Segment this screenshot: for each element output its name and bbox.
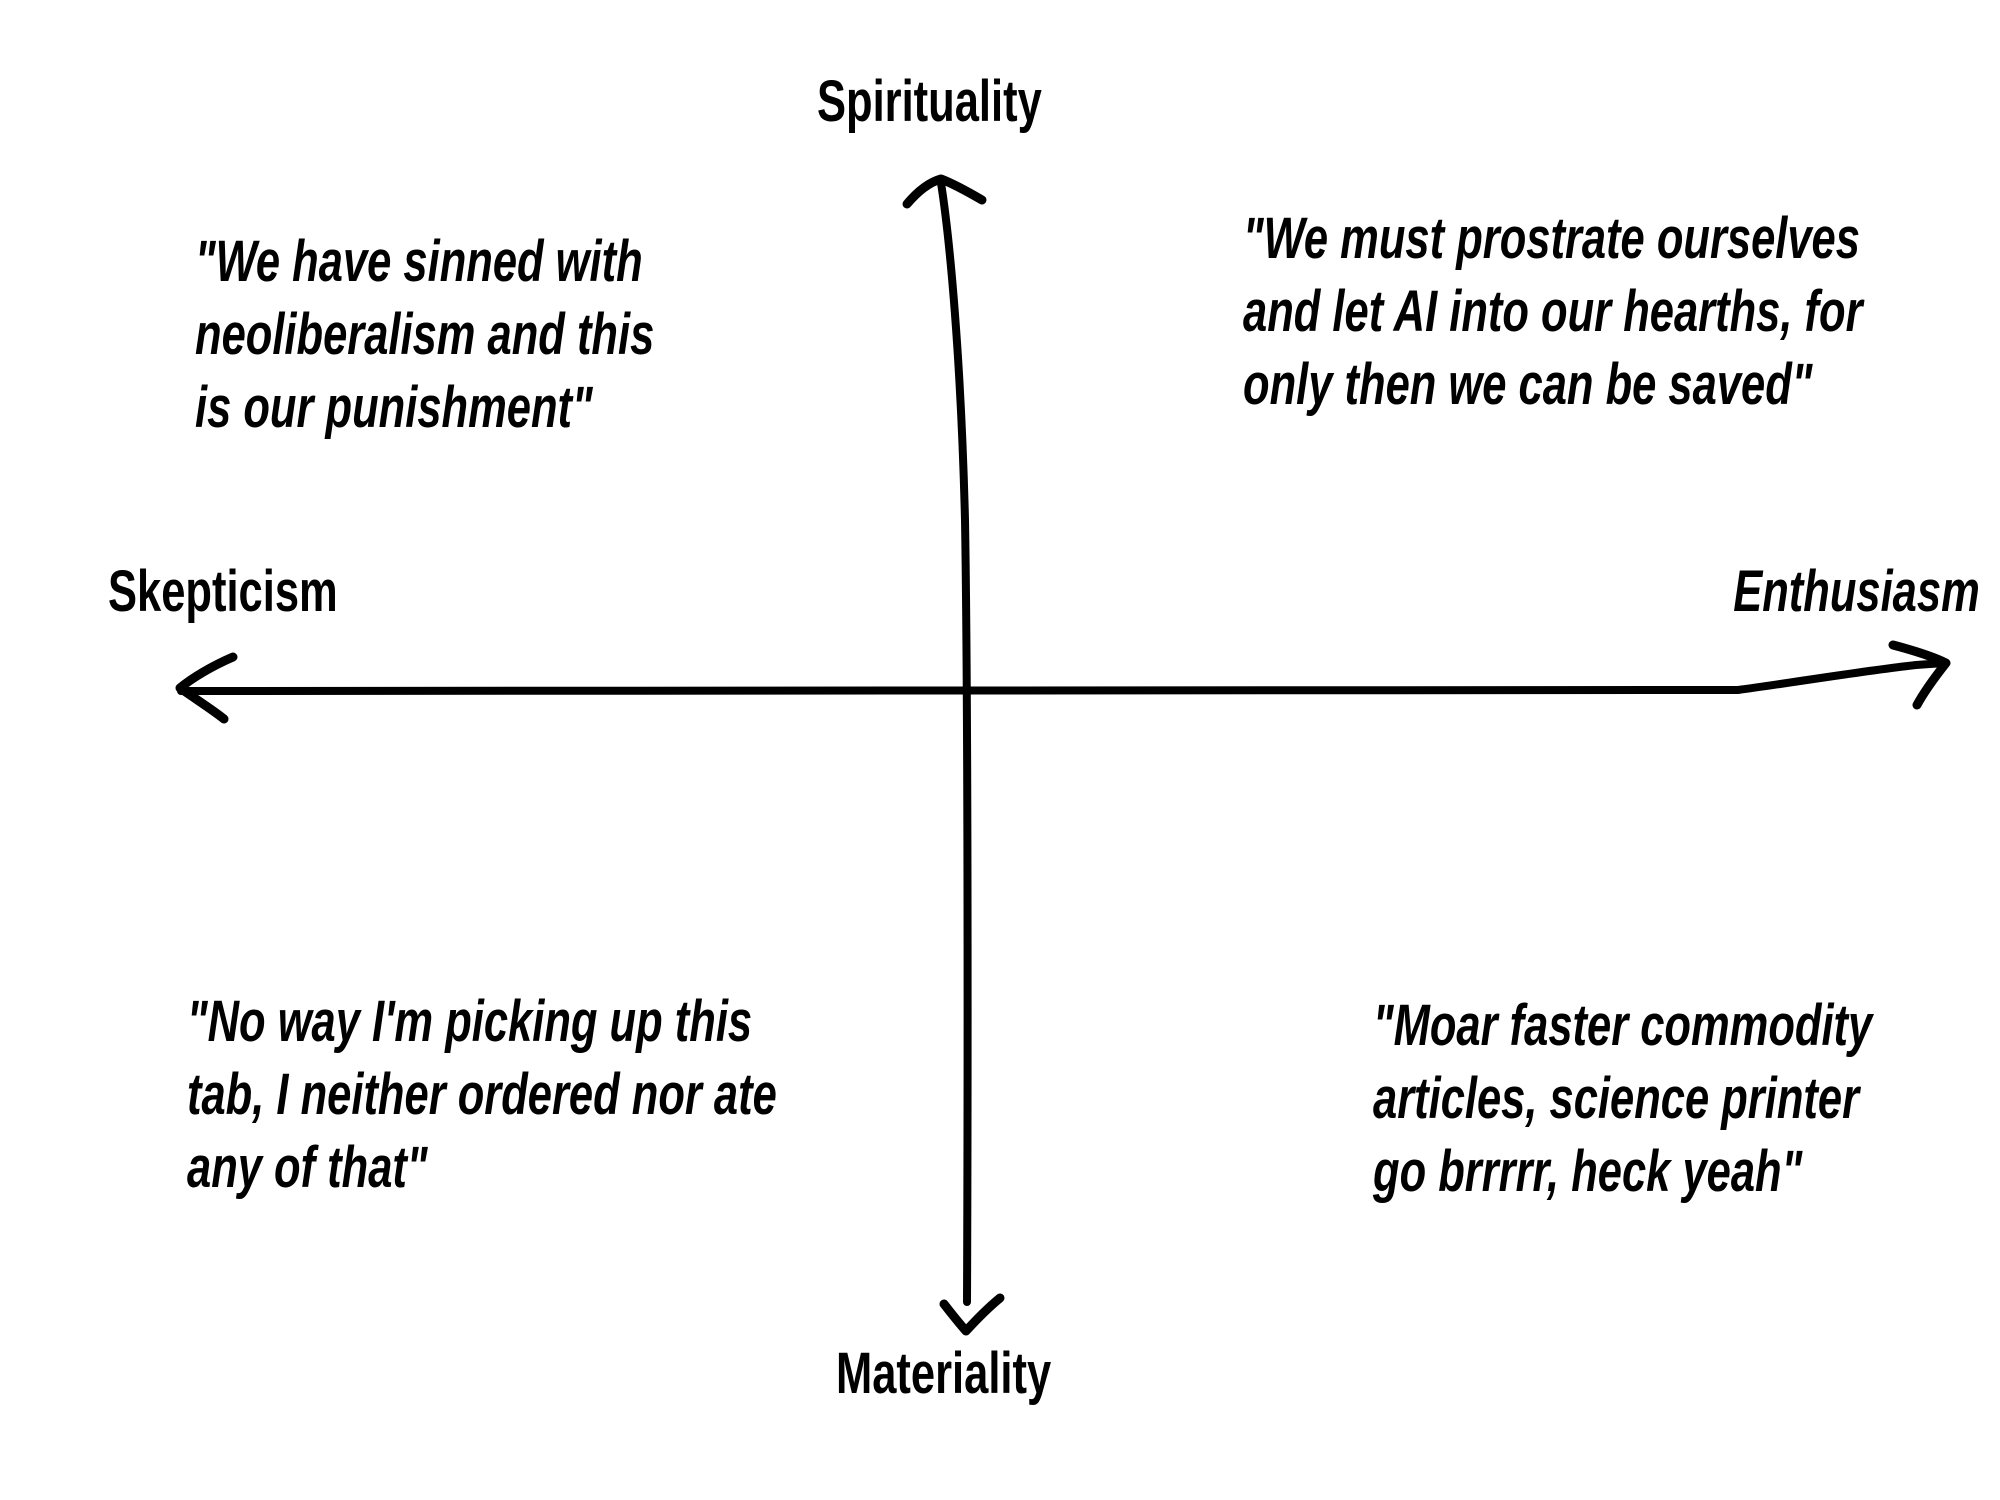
quote-line: only then we can be saved": [1243, 352, 1813, 417]
axis-label-materiality: Materiality: [836, 1341, 1052, 1406]
left-arrowhead-icon: [175, 652, 238, 724]
quote-line: "Moar faster commodity: [1373, 993, 1873, 1058]
quote-line: go brrrrr, heck yeah": [1373, 1139, 1803, 1204]
axis-label-enthusiasm: Enthusiasm: [1733, 559, 1980, 624]
axis-label-skepticism: Skepticism: [108, 559, 338, 624]
up-arrowhead-icon: [902, 174, 987, 209]
quote-line: any of that": [187, 1135, 428, 1200]
quote-line: tab, I neither ordered nor ate: [187, 1062, 777, 1127]
quote-line: is our punishment": [195, 375, 593, 440]
quote-line: neoliberalism and this: [195, 302, 655, 367]
vertical-axis-line: [937, 179, 972, 1306]
horizontal-axis-line: [177, 659, 1948, 695]
quote-line: and let AI into our hearths, for: [1243, 279, 1863, 344]
quote-line: "We must prostrate ourselves: [1243, 206, 1860, 271]
right-arrowhead-icon: [1888, 640, 1951, 710]
quadrant-quote-top-left: "We have sinned with neoliberalism and t…: [195, 225, 654, 444]
quadrant-quote-bottom-right: "Moar faster commodity articles, science…: [1373, 989, 1872, 1208]
axis-label-spirituality: Spirituality: [817, 69, 1042, 134]
down-arrowhead-icon: [939, 1293, 1005, 1336]
quadrant-quote-top-right: "We must prostrate ourselves and let AI …: [1243, 202, 1863, 421]
quadrant-quote-bottom-left: "No way I'm picking up this tab, I neith…: [187, 985, 777, 1204]
quote-line: "No way I'm picking up this: [187, 989, 753, 1054]
quote-line: articles, science printer: [1373, 1066, 1859, 1131]
quote-line: "We have sinned with: [195, 229, 643, 294]
